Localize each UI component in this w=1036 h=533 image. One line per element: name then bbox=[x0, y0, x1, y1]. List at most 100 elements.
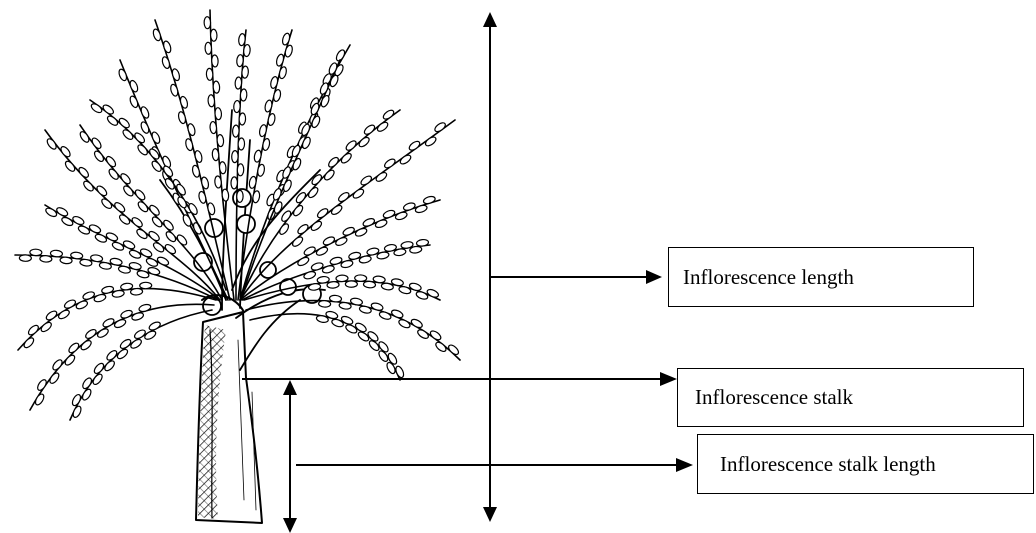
fruitlet bbox=[212, 148, 219, 161]
fruitlet bbox=[327, 281, 339, 288]
fruitlet bbox=[215, 107, 222, 119]
fruitlet bbox=[267, 113, 276, 126]
fruitlet bbox=[176, 233, 189, 246]
arrowhead-up bbox=[483, 12, 497, 27]
fruitlet bbox=[415, 204, 428, 214]
inflorescence-stalk-label-box: Inflorescence stalk bbox=[677, 368, 1024, 427]
fruitlet bbox=[447, 343, 460, 356]
fruitlet bbox=[322, 235, 336, 246]
fruitlet bbox=[273, 89, 282, 102]
fruitlet bbox=[205, 42, 212, 54]
fruitlet bbox=[133, 131, 146, 144]
fruitlet bbox=[342, 226, 356, 237]
fruitlet bbox=[241, 66, 248, 78]
fruitlet bbox=[187, 202, 199, 216]
fruitlet bbox=[303, 245, 317, 256]
fruitlet bbox=[59, 145, 72, 158]
fruitlet bbox=[291, 235, 304, 248]
fruitlet bbox=[72, 215, 86, 226]
fruitlet bbox=[357, 136, 370, 149]
fruitlet bbox=[270, 76, 279, 89]
fruitlet bbox=[111, 241, 125, 252]
fruitlet bbox=[150, 160, 163, 173]
fruitlet bbox=[292, 157, 303, 171]
fruitlet bbox=[148, 320, 162, 331]
fruitlet bbox=[94, 233, 108, 244]
fruitlet bbox=[233, 100, 240, 112]
fruitlet bbox=[282, 179, 293, 193]
fruitlet bbox=[217, 134, 224, 146]
fruitlet bbox=[131, 216, 144, 229]
fruitlet bbox=[151, 215, 164, 228]
fruitlet bbox=[110, 257, 123, 266]
fruitlet bbox=[93, 293, 106, 303]
fruitlet bbox=[107, 168, 120, 181]
fruitlet bbox=[210, 29, 217, 41]
fruitlet bbox=[40, 255, 52, 262]
fruitlet bbox=[281, 32, 291, 45]
fruitlet bbox=[375, 171, 388, 183]
fruitlet bbox=[19, 255, 31, 262]
fruitlet bbox=[410, 318, 424, 330]
fruitlet bbox=[169, 84, 179, 97]
fruitlet bbox=[90, 102, 103, 114]
fruitlet bbox=[292, 204, 305, 217]
fruitlet bbox=[121, 128, 134, 141]
fruitlet bbox=[206, 68, 213, 80]
fruitlet bbox=[96, 327, 110, 339]
fruitlet bbox=[191, 165, 200, 178]
stalk-arrowhead-up bbox=[283, 380, 297, 395]
fruitlet bbox=[30, 249, 42, 256]
fruitlet bbox=[129, 95, 140, 109]
palm-sketch bbox=[15, 10, 460, 523]
fruitlet bbox=[240, 89, 247, 101]
fruitlet bbox=[337, 191, 350, 203]
fruitlet bbox=[48, 371, 60, 384]
fruitlet bbox=[106, 114, 119, 127]
fruitlet bbox=[67, 341, 80, 354]
fruitlet bbox=[136, 143, 149, 156]
fruitlet bbox=[424, 135, 437, 147]
fruitlet bbox=[264, 99, 273, 112]
fruitlet bbox=[239, 113, 246, 125]
fruitlet bbox=[303, 270, 316, 280]
fruitlet bbox=[340, 152, 353, 165]
fruitlet bbox=[307, 186, 320, 199]
fruitlet bbox=[280, 209, 292, 222]
fruitlet bbox=[363, 123, 376, 136]
fruitlet bbox=[232, 125, 239, 137]
fruitlet bbox=[345, 281, 357, 287]
fruitlet bbox=[403, 202, 416, 212]
fruitlet bbox=[208, 95, 215, 107]
fruitlet bbox=[310, 173, 323, 186]
fruitlet bbox=[90, 137, 102, 150]
fruitlet bbox=[262, 138, 271, 151]
fruitlet bbox=[102, 103, 115, 115]
fruitlet bbox=[79, 339, 92, 352]
fruitlet bbox=[398, 318, 412, 329]
fruitlet bbox=[236, 54, 243, 66]
fruitlet bbox=[272, 188, 283, 202]
arrowhead-down bbox=[483, 507, 497, 522]
fruitlet bbox=[204, 17, 211, 29]
fruitlet bbox=[382, 209, 395, 219]
fruitlet bbox=[322, 265, 335, 275]
fruitlet bbox=[152, 241, 165, 253]
fruitlet bbox=[383, 157, 396, 169]
fruitlet bbox=[130, 288, 142, 295]
fruitlet bbox=[164, 230, 177, 243]
fruitlet bbox=[259, 124, 268, 137]
fruitlet bbox=[161, 56, 171, 69]
fruitlet bbox=[408, 140, 421, 152]
fruitlet bbox=[162, 40, 172, 53]
fruitlet bbox=[79, 130, 91, 144]
fruitlet bbox=[152, 28, 162, 41]
length-pointer-arrowhead bbox=[646, 270, 662, 284]
fruitlet bbox=[323, 169, 336, 182]
fruitlet bbox=[232, 151, 239, 163]
fruitlet bbox=[100, 197, 113, 210]
fruitlet bbox=[131, 311, 144, 321]
fruitlet bbox=[327, 156, 340, 169]
fruitlet bbox=[93, 150, 105, 163]
fruitlet bbox=[284, 44, 293, 57]
